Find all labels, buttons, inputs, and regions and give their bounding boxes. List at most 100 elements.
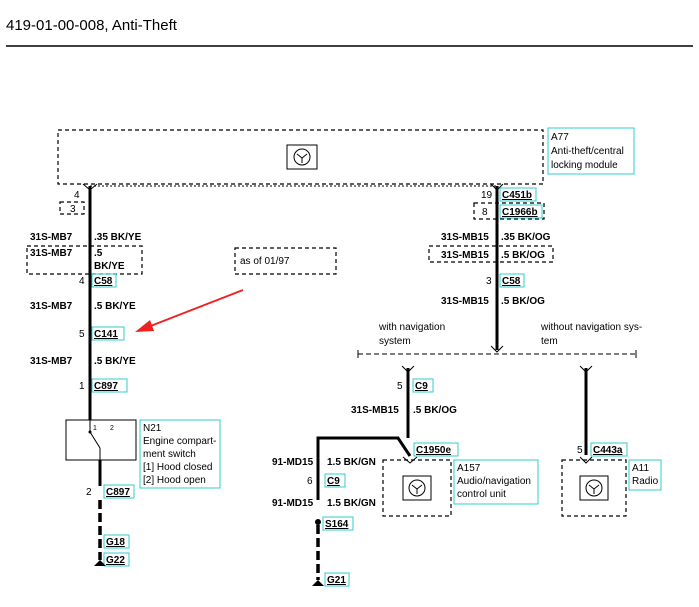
n21-line2: ment switch (143, 449, 196, 460)
c9-top-label: C9 (415, 381, 428, 392)
c1966b-dash-box (473, 202, 545, 220)
c58-left-label: C58 (94, 276, 113, 287)
g18-box (103, 534, 130, 549)
w5-spec: .5 BK/OG (501, 296, 545, 307)
switch-pos2: 2 (110, 425, 114, 432)
w6-circuit: 31S-MB15 (351, 405, 399, 416)
a157-module-symbol-icon (402, 475, 432, 501)
c1966b-label: C1966b (502, 207, 538, 218)
c1966b-box (499, 204, 543, 219)
w6-spec: .5 BK/OG (413, 405, 457, 416)
ground-g22-icon (94, 560, 106, 566)
splice-s164-icon (315, 519, 321, 525)
n21-switch-box (65, 419, 137, 461)
c1950e-chevron (402, 456, 418, 464)
n21-label-box (139, 419, 221, 489)
c443a-pin: 5 (577, 445, 583, 456)
c9-top-pin: 5 (397, 381, 403, 392)
c1950e-label: C1950e (416, 445, 451, 456)
c443a-label: C443a (593, 445, 623, 456)
with-nav-note-2: system (379, 336, 411, 347)
n21-line1: Engine compart- (143, 436, 216, 447)
page-title: 419-01-00-008, Anti-Theft (6, 17, 178, 34)
switch-contact-icon (88, 420, 101, 460)
c1950e-box (413, 442, 459, 457)
c897-bottom-label: C897 (106, 487, 130, 498)
w1-alt-spec-a: .5 (94, 248, 103, 259)
c451b-box (499, 187, 537, 202)
c443a-chevron (579, 456, 593, 464)
w4-alt-spec: .5 BK/OG (501, 250, 545, 261)
c141-label: C141 (94, 329, 118, 340)
g22-box (103, 552, 130, 567)
ground-g21-icon (312, 580, 324, 586)
g21-label: G21 (327, 575, 346, 586)
a77-left-pin: 4 (74, 190, 80, 201)
a157-line2: control unit (457, 489, 506, 500)
c58-left-pin: 4 (79, 276, 85, 287)
w4-circuit: 31S-MB15 (441, 232, 489, 243)
a11-label-box (628, 459, 662, 491)
w1-circuit: 31S-MB7 (30, 232, 73, 243)
c897-bottom-box (103, 484, 135, 499)
w4-spec: .35 BK/OG (501, 232, 551, 243)
c9-bottom-label: C9 (327, 476, 340, 487)
w1-alt-spec-b: BK/YE (94, 261, 125, 272)
c897-top-label: C897 (94, 381, 118, 392)
c9-bottom-pin: 6 (307, 476, 313, 487)
c897-top-pin: 1 (79, 381, 85, 392)
a77-module-box (57, 129, 544, 185)
a77-label-box (547, 127, 635, 175)
c897-top-box (91, 378, 128, 393)
w8-circuit: 91-MD15 (272, 498, 314, 509)
c58-right-pin: 3 (486, 276, 492, 287)
c1966b-pin: 8 (482, 207, 488, 218)
w1-alt-circuit: 31S-MB7 (30, 248, 73, 259)
a77-left-alt-pin: 3 (70, 204, 76, 215)
w3-circuit: 31S-MB7 (30, 356, 73, 367)
c58-right-box (499, 273, 525, 288)
a11-module-symbol-icon (579, 475, 609, 501)
branch-split-chevron (490, 345, 504, 353)
a11-line1: Radio (632, 476, 659, 487)
w2-circuit: 31S-MB7 (30, 301, 73, 312)
a157-line1: Audio/navigation (457, 476, 531, 487)
nav-ground-wire-upper (316, 436, 412, 500)
c9-bottom-box (324, 473, 346, 488)
a157-id: A157 (457, 463, 481, 474)
g22-label: G22 (106, 555, 125, 566)
w7-circuit: 91-MD15 (272, 457, 314, 468)
w3-spec: .5 BK/YE (94, 356, 136, 367)
red-arrow-icon (135, 289, 244, 332)
as-of-note-box (234, 247, 337, 275)
s164-box (322, 516, 354, 531)
without-nav-note-2: tem (541, 336, 558, 347)
a11-id: A11 (632, 463, 649, 474)
s164-label: S164 (325, 519, 349, 530)
n21-line4: [2] Hood open (143, 475, 206, 486)
with-nav-note-1: with navigation (378, 322, 445, 333)
a77-line1: Anti-theft/central (551, 146, 624, 157)
as-of-note: as of 01/97 (240, 256, 290, 267)
a77-module-symbol-icon (286, 144, 318, 170)
without-nav-note-1: without navigation sys- (540, 322, 642, 333)
w5-circuit: 31S-MB15 (441, 296, 489, 307)
a77-line2: locking module (551, 160, 618, 171)
w1-spec: .35 BK/YE (94, 232, 142, 243)
c443a-box (590, 442, 628, 457)
c451b-label: C451b (502, 190, 532, 201)
w7-spec: 1.5 BK/GN (327, 457, 376, 468)
a77-left-alt-pin-box (59, 201, 85, 215)
w4-alt-circuit: 31S-MB15 (441, 250, 489, 261)
a11-module-box (561, 459, 627, 517)
c141-box (91, 326, 125, 341)
g21-box (324, 572, 350, 587)
c451b-pin: 19 (481, 190, 493, 201)
n21-id: N21 (143, 423, 162, 434)
w1-alt-box (26, 245, 143, 275)
a77-id: A77 (551, 132, 569, 143)
c58-right-label: C58 (502, 276, 521, 287)
a157-label-box (453, 459, 539, 505)
c141-pin: 5 (79, 329, 85, 340)
